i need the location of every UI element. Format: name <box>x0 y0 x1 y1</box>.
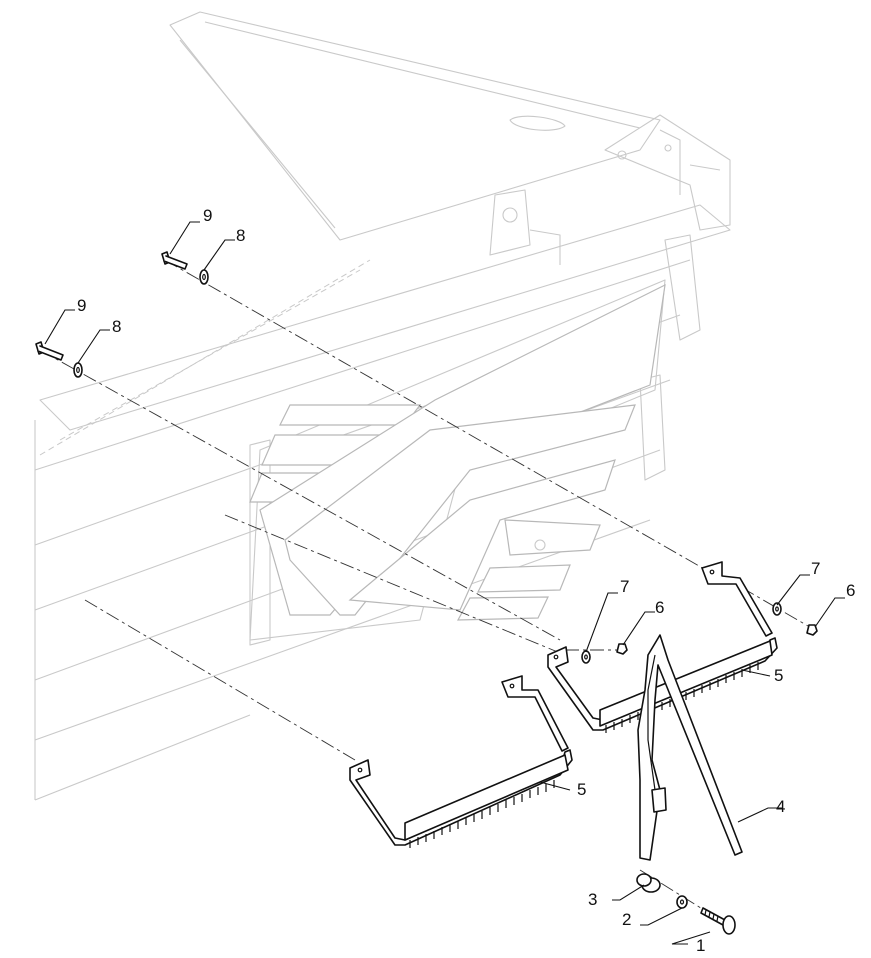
nut-part-6-right <box>806 624 818 636</box>
divider-logo-ghost <box>249 283 666 621</box>
bushing-part-3 <box>636 873 661 893</box>
callout-8-lower: 8 <box>112 317 121 336</box>
callout-2: 2 <box>622 910 631 929</box>
callout-1: 1 <box>696 936 705 955</box>
callout-9-upper: 9 <box>203 206 212 225</box>
leader-lines <box>44 221 845 945</box>
bolt-part-1 <box>700 907 736 935</box>
divider-rod-part-4 <box>637 634 743 861</box>
callout-5-lower: 5 <box>577 780 586 799</box>
washer-part-2 <box>676 895 688 909</box>
callout-3: 3 <box>588 890 597 909</box>
washer-part-8-lower <box>73 362 83 378</box>
callout-6-right: 6 <box>846 581 855 600</box>
callout-6-mid: 6 <box>655 598 664 617</box>
callout-9-lower: 9 <box>77 296 86 315</box>
callout-5-upper: 5 <box>774 666 783 685</box>
callout-7-right: 7 <box>811 559 820 578</box>
washer-part-8-upper <box>199 269 209 285</box>
callout-7-mid: 7 <box>620 577 629 596</box>
washer-part-7-right <box>772 602 782 616</box>
nut-part-6-mid <box>616 643 628 655</box>
callout-labels: 1 2 3 4 5 5 6 6 7 7 8 8 9 9 <box>77 206 855 955</box>
callout-4: 4 <box>776 797 785 816</box>
rake-comb-part-5-lower <box>349 675 573 848</box>
bolt-part-9-lower <box>35 341 64 361</box>
bolt-part-9-upper <box>161 251 188 270</box>
callout-8-upper: 8 <box>236 226 245 245</box>
washer-part-7-mid <box>581 650 591 664</box>
